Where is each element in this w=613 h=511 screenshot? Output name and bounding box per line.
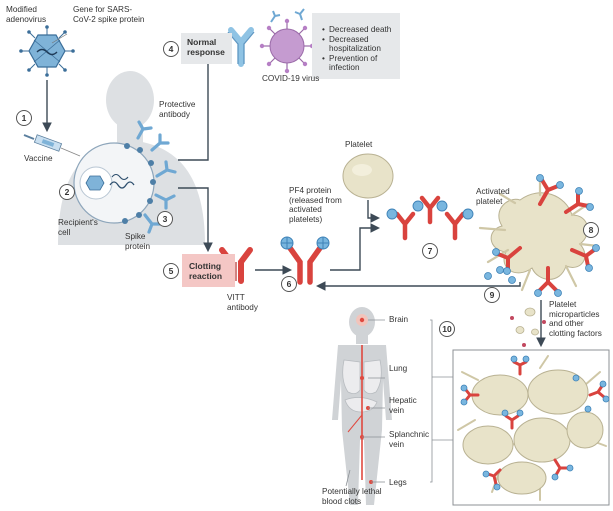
recipients-cell-label: Recipient's cell [58, 218, 98, 237]
organ-leader-lines [362, 319, 453, 483]
covid-virus-label: COVID-19 virus [262, 74, 320, 83]
released-pf4-proteins [484, 266, 516, 284]
spike-protein-markers [122, 143, 156, 224]
arrow-platelet-to-chain [367, 200, 381, 223]
clot-platelet-aggregate [457, 355, 610, 501]
vitt-pf4-complex-icon [280, 236, 330, 285]
vitt-antibody-label: VITT antibody [227, 293, 258, 312]
platelet-microparticles-label: Platelet microparticles and other clotti… [549, 300, 602, 338]
arrow-pf4-release-to-complex [315, 281, 521, 291]
potentially-lethal-label: Potentially lethal blood clots [322, 487, 382, 506]
arrow-to-pf4-chain [330, 223, 381, 271]
modified-adenovirus-label: Modified adenovirus [6, 5, 47, 24]
covid-virus-icon [259, 8, 315, 74]
hepatic-vein-label: Hepatic vein [389, 396, 417, 415]
normal-antibody-icon [228, 27, 254, 67]
step-7-badge: 7 [422, 243, 438, 259]
platelet-microparticles [510, 307, 546, 347]
recipient-cell [73, 142, 155, 224]
adenovirus-icon [19, 25, 75, 77]
human-figure-silhouette [332, 307, 392, 505]
outcomes-list: Decreased death Decreased hospitalizatio… [322, 25, 402, 73]
normal-response-label: Normal response [187, 37, 225, 57]
step-1-badge: 1 [16, 110, 32, 126]
outcome-item: Prevention of infection [322, 54, 402, 73]
normal-response-box: Normal response [181, 33, 232, 64]
step-2-badge: 2 [59, 184, 75, 200]
step-6-badge: 6 [281, 276, 297, 292]
gene-for-spike-label: Gene for SARS-CoV-2 spike protein [73, 5, 145, 24]
platelet-icon [342, 153, 394, 199]
legs-label: Legs [389, 478, 407, 487]
gene-leader-line [51, 33, 68, 44]
step-4-badge: 4 [163, 41, 179, 57]
arrow-to-clotting-reaction [178, 187, 213, 253]
brain-label: Brain [389, 315, 409, 324]
vaccine-label: Vaccine [24, 154, 53, 163]
outcome-item: Decreased death [322, 25, 402, 35]
step-3-badge: 3 [157, 211, 173, 227]
spike-protein-label: Spike protein [125, 232, 151, 251]
splanchnic-vein-label: Splanchnic vein [389, 430, 430, 449]
clot-leader-line [345, 469, 351, 487]
activated-platelet-icon [478, 174, 600, 297]
lung-label: Lung [389, 364, 408, 373]
step-8-badge: 8 [583, 222, 599, 238]
protective-antibody-label: Protective antibody [159, 100, 196, 119]
syringe-icon [23, 134, 81, 157]
platelet-label: Platelet [345, 140, 373, 149]
pf4-antibody-chain [386, 195, 474, 241]
outcome-item: Decreased hospitalization [322, 35, 402, 54]
step-5-badge: 5 [163, 263, 179, 279]
step-10-badge: 10 [439, 321, 455, 337]
clotting-reaction-label: Clotting reaction [189, 261, 223, 281]
step-9-badge: 9 [484, 287, 500, 303]
clotting-reaction-box: Clotting reaction [182, 254, 235, 287]
activated-platelet-label: Activated platelet [476, 187, 510, 206]
pf4-protein-label: PF4 protein (released from activated pla… [289, 186, 342, 224]
